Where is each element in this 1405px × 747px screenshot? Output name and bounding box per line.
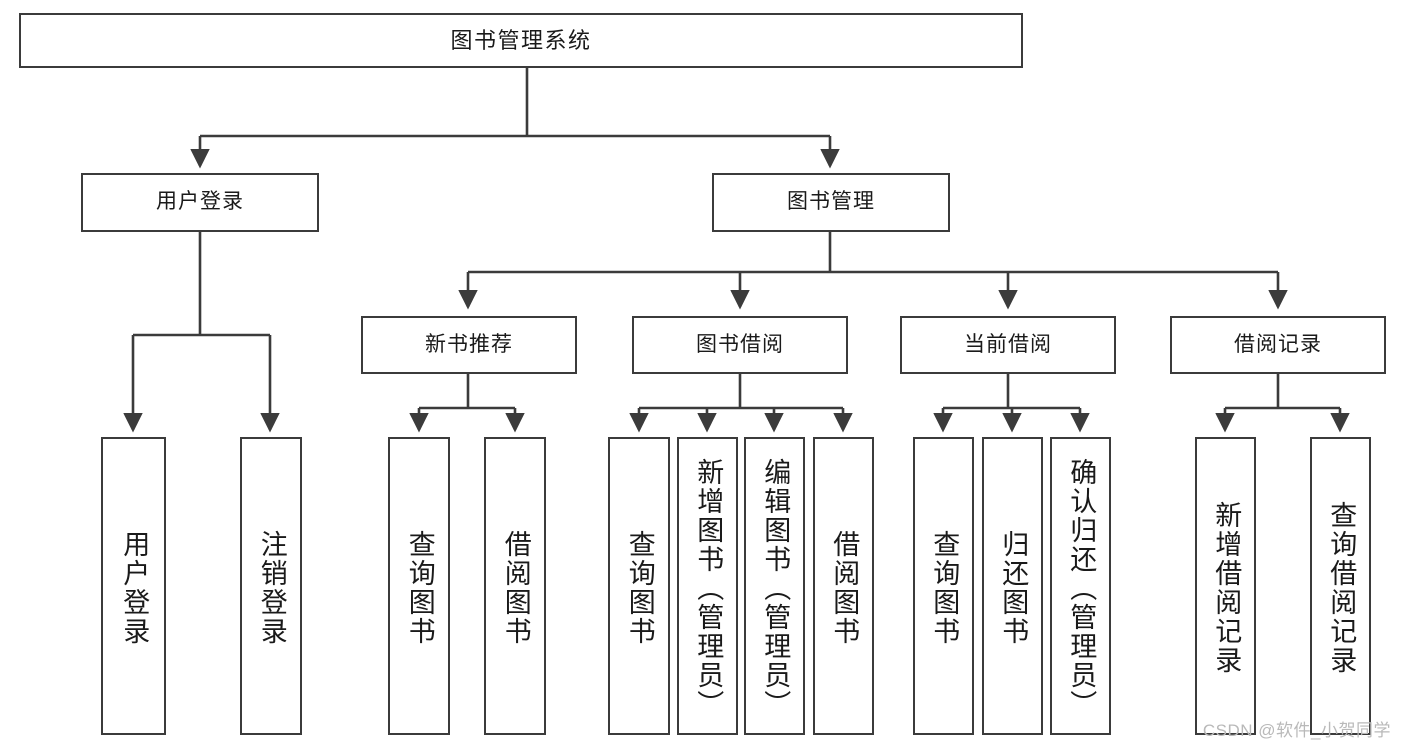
- leaf-borrow-query-book[interactable]: 查询图书: [608, 437, 670, 735]
- node-label: 归还图书: [998, 530, 1029, 646]
- node-label: 新增图书（管理员）: [693, 457, 724, 719]
- node-root-book-management-system[interactable]: 图书管理系统: [19, 13, 1023, 68]
- leaf-user-login-signout[interactable]: 注销登录: [240, 437, 302, 735]
- node-label: 用户登录: [119, 530, 150, 646]
- node-book-management[interactable]: 图书管理: [712, 173, 950, 232]
- node-label: 图书管理: [787, 190, 875, 214]
- node-label: 借阅图书: [829, 530, 860, 646]
- leaf-record-query-borrow-record[interactable]: 查询借阅记录: [1310, 437, 1371, 735]
- watermark-text: CSDN @软件_小贺同学: [1202, 721, 1391, 740]
- leaf-borrow-add-book-admin[interactable]: 新增图书（管理员）: [677, 437, 738, 735]
- leaf-user-login-signin[interactable]: 用户登录: [101, 437, 166, 735]
- leaf-borrow-borrow-book[interactable]: 借阅图书: [813, 437, 874, 735]
- node-label: 查询图书: [624, 530, 655, 646]
- node-label: 确认归还（管理员）: [1066, 457, 1097, 719]
- node-book-borrow[interactable]: 图书借阅: [632, 316, 848, 374]
- leaf-new-book-query[interactable]: 查询图书: [388, 437, 450, 735]
- node-label: 当前借阅: [964, 332, 1052, 356]
- node-label: 图书管理系统: [450, 27, 592, 53]
- leaf-new-book-borrow[interactable]: 借阅图书: [484, 437, 546, 735]
- node-label: 借阅记录: [1234, 332, 1322, 356]
- leaf-borrow-edit-book-admin[interactable]: 编辑图书（管理员）: [744, 437, 805, 735]
- node-user-login[interactable]: 用户登录: [81, 173, 319, 232]
- node-label: 新书推荐: [425, 332, 513, 356]
- node-label: 用户登录: [156, 190, 244, 214]
- leaf-record-add-borrow-record[interactable]: 新增借阅记录: [1195, 437, 1256, 735]
- leaf-current-confirm-return-admin[interactable]: 确认归还（管理员）: [1050, 437, 1111, 735]
- node-new-book-recommendation[interactable]: 新书推荐: [361, 316, 577, 374]
- node-current-borrow[interactable]: 当前借阅: [900, 316, 1116, 374]
- node-label: 查询图书: [404, 530, 435, 646]
- node-label: 借阅图书: [500, 530, 531, 646]
- node-label: 查询借阅记录: [1326, 501, 1357, 675]
- leaf-current-query-book[interactable]: 查询图书: [913, 437, 974, 735]
- node-borrow-record[interactable]: 借阅记录: [1170, 316, 1386, 374]
- node-label: 注销登录: [256, 530, 287, 646]
- node-label: 查询图书: [929, 530, 960, 646]
- node-label: 图书借阅: [696, 332, 784, 356]
- node-label: 新增借阅记录: [1211, 501, 1242, 675]
- node-label: 编辑图书（管理员）: [760, 457, 791, 719]
- leaf-current-return-book[interactable]: 归还图书: [982, 437, 1043, 735]
